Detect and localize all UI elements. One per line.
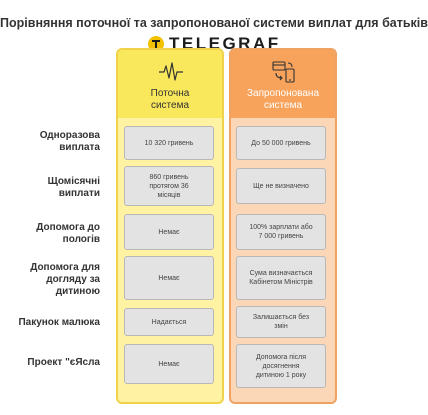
cell-proposed-monthly-payments: Ще не визначено [236,168,326,204]
row-label-baby-package: Пакунок малюка [18,317,100,328]
cell-current-nursery-project: Немає [124,344,214,384]
cell-current-one-time-payment: 10 320 гривень [124,126,214,160]
proposed-system-header: Запропонована система [231,50,335,118]
pulse-icon [159,62,183,81]
cell-current-baby-package: Надається [124,308,214,336]
cell-current-childcare-support: Немає [124,256,214,300]
proposed-system-label: Запропонована система [246,88,320,111]
cell-current-prenatal-support: Немає [124,214,214,250]
current-system-label: Поточна система [150,88,190,111]
chart-title: Порівняння поточної та запропонованої си… [0,16,428,30]
transfer-devices-icon [272,61,295,83]
cell-proposed-one-time-payment: До 50 000 гривень [236,126,326,160]
row-label-nursery-project: Проект "єЯсла [27,357,100,368]
current-system-header: Поточна система [118,50,222,118]
